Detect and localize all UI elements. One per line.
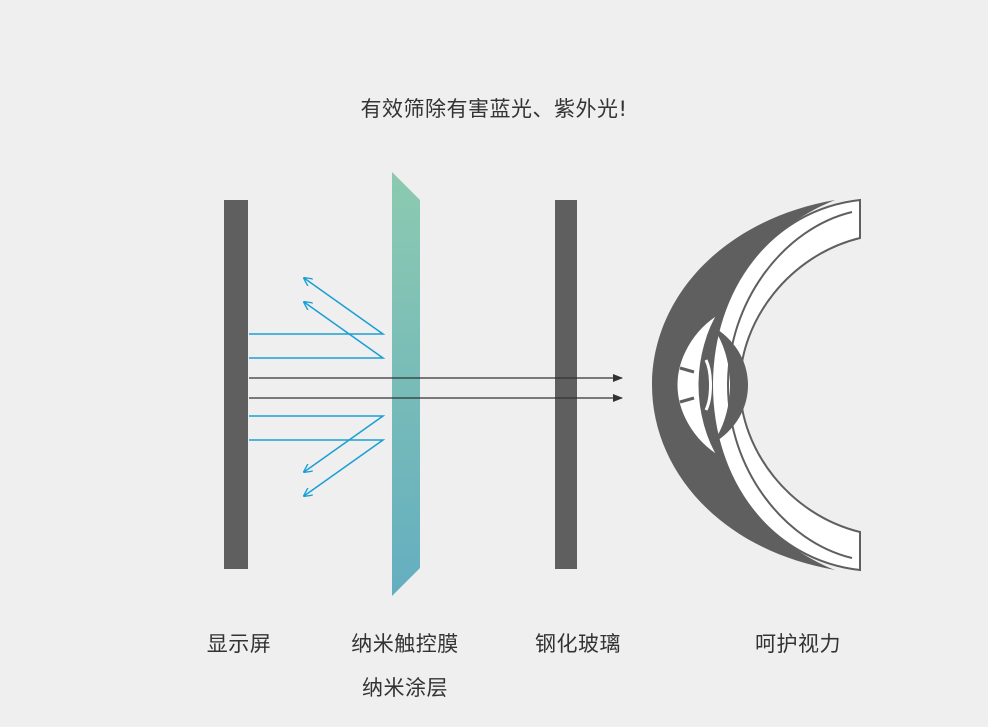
blue-ray-upper-1	[249, 278, 383, 334]
blue-ray-upper-2	[249, 302, 383, 358]
screen-panel	[224, 200, 248, 569]
blue-ray-lower-1	[249, 416, 383, 472]
label-eye: 呵护视力	[742, 628, 854, 658]
nano-film	[392, 172, 420, 596]
label-film-line2: 纳米涂层	[346, 672, 464, 702]
label-screen: 显示屏	[196, 628, 282, 658]
eye-icon	[652, 200, 860, 570]
label-glass: 钢化玻璃	[522, 628, 634, 658]
blue-ray-lower-2	[249, 440, 383, 496]
label-film-line1: 纳米触控膜	[336, 628, 474, 658]
blue-light-rays	[249, 278, 383, 496]
glass-panel	[555, 200, 577, 569]
